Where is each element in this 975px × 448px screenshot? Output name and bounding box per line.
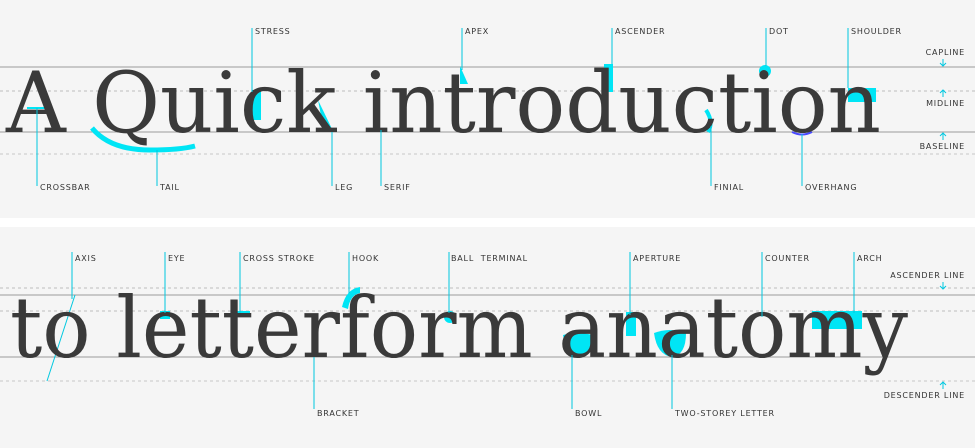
arch-highlight bbox=[812, 311, 862, 329]
cross-stroke-highlight bbox=[232, 311, 250, 315]
capline-arrow-icon bbox=[939, 59, 947, 67]
headline-2: to letterform anatomy bbox=[10, 279, 909, 377]
ascender-highlight bbox=[604, 64, 613, 92]
label-bracket: BRACKET bbox=[317, 409, 359, 418]
bottom-callout-lines bbox=[36, 108, 803, 186]
finial-highlight bbox=[704, 108, 713, 134]
label-serif: SERIF bbox=[384, 183, 411, 192]
label-ball-terminal: BALL TERMINAL bbox=[451, 254, 528, 263]
label-descender-line: DESCENDER LINE bbox=[884, 391, 965, 400]
apex-highlight bbox=[460, 66, 468, 84]
label-dot: DOT bbox=[769, 27, 789, 36]
panel-letterform-anatomy: to letterform anatomy AXIS EYE CROSS STR… bbox=[0, 227, 975, 448]
label-tail: TAIL bbox=[159, 183, 180, 192]
label-crossbar: CROSSBAR bbox=[40, 183, 91, 192]
bottom-callout-lines-2 bbox=[313, 355, 673, 409]
baseline-arrow-icon bbox=[939, 132, 947, 140]
label-aperture: APERTURE bbox=[633, 254, 681, 263]
leg-highlight bbox=[318, 100, 333, 131]
label-midline: MIDLINE bbox=[926, 99, 965, 108]
tail-highlight bbox=[90, 126, 196, 153]
label-counter: COUNTER bbox=[765, 254, 810, 263]
ball-terminal-highlight bbox=[444, 311, 456, 323]
label-stress: STRESS bbox=[255, 27, 291, 36]
label-ascender-line: ASCENDER LINE bbox=[890, 271, 965, 280]
label-axis: AXIS bbox=[75, 254, 97, 263]
label-cross-stroke: CROSS STROKE bbox=[243, 254, 315, 263]
label-two-storey-letter: TWO-STOREY LETTER bbox=[674, 409, 775, 418]
label-ascender: ASCENDER bbox=[615, 27, 665, 36]
stress-highlight bbox=[252, 90, 261, 120]
label-shoulder: SHOULDER bbox=[851, 27, 902, 36]
panel-quick-introduction: A Quick introduction STRESS APEX ASCENDE… bbox=[0, 0, 975, 218]
label-apex: APEX bbox=[465, 27, 489, 36]
headline-1: A Quick introduction bbox=[5, 54, 881, 152]
shoulder-highlight bbox=[848, 88, 876, 102]
descender-arrow-icon bbox=[939, 381, 947, 389]
panel1-diagram: A Quick introduction STRESS APEX ASCENDE… bbox=[0, 27, 975, 192]
bowl-highlight bbox=[563, 333, 592, 357]
axis-line bbox=[46, 294, 76, 382]
label-overhang: OVERHANG bbox=[805, 183, 857, 192]
dot-highlight bbox=[759, 65, 771, 77]
eye-highlight bbox=[160, 311, 170, 319]
label-baseline: BASELINE bbox=[920, 142, 965, 151]
aperture-highlight bbox=[626, 312, 636, 336]
label-bowl: BOWL bbox=[575, 409, 602, 418]
label-eye: EYE bbox=[168, 254, 185, 263]
label-capline: CAPLINE bbox=[926, 48, 965, 57]
ascender-arrow-icon bbox=[939, 282, 947, 290]
label-arch: ARCH bbox=[857, 254, 882, 263]
label-finial: FINIAL bbox=[714, 183, 744, 192]
two-storey-highlight bbox=[654, 330, 686, 357]
label-hook: HOOK bbox=[352, 254, 379, 263]
label-leg: LEG bbox=[335, 183, 353, 192]
top-callout-lines bbox=[251, 28, 849, 92]
panel2-diagram: to letterform anatomy AXIS EYE CROSS STR… bbox=[0, 252, 975, 418]
midline-arrow-icon bbox=[939, 89, 947, 97]
top-callout-lines-2 bbox=[71, 252, 855, 317]
hook-highlight bbox=[342, 287, 360, 309]
